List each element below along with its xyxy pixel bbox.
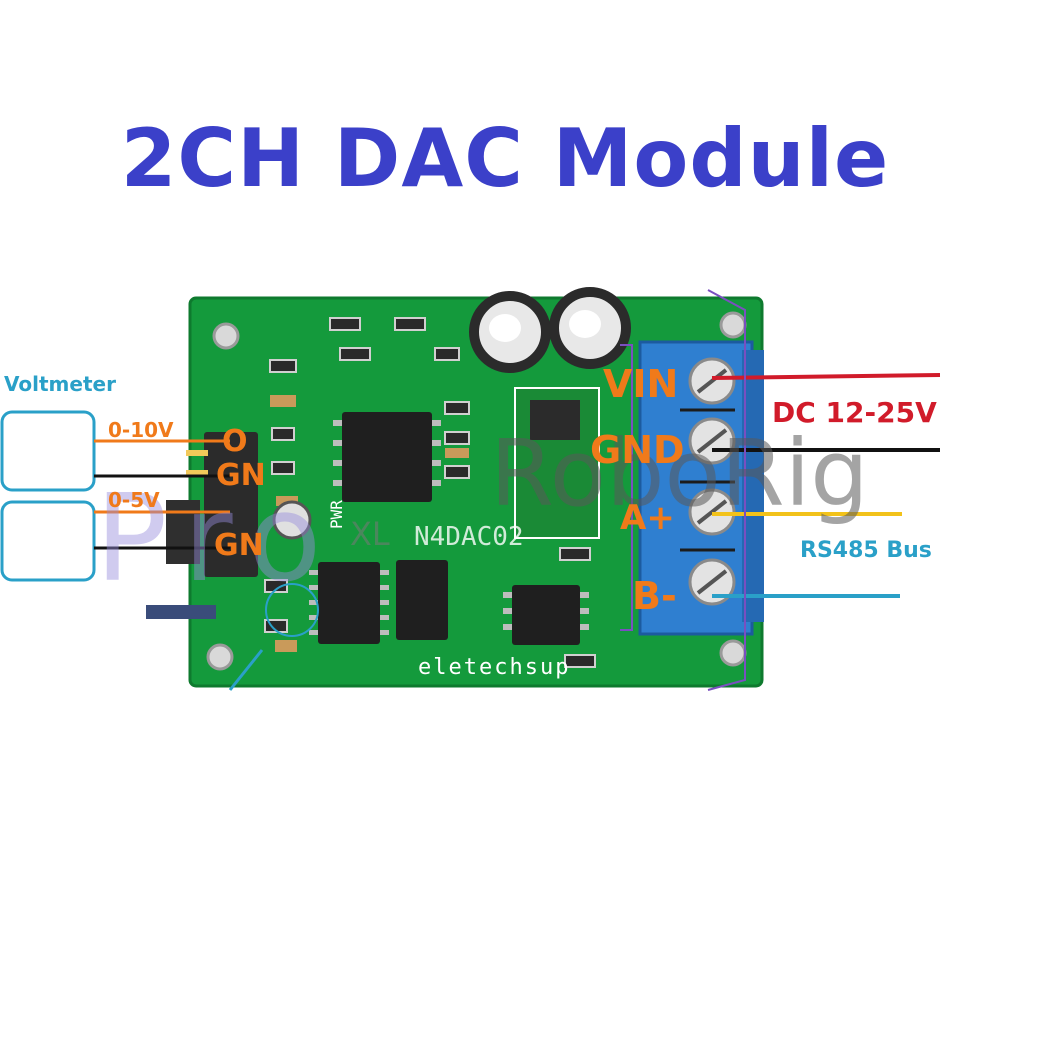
voltmeter-box-1 [0, 410, 96, 492]
ic-bottom [512, 585, 580, 645]
board-brand: eletechsup [418, 655, 571, 680]
dc-supply-label: DC 12-25V [772, 396, 937, 429]
voltmeter-label: Voltmeter [4, 372, 116, 396]
left-pin-gnd-label-2: GN [214, 528, 264, 563]
ic-top [342, 412, 432, 502]
left-pin-out-label: O [222, 424, 248, 459]
a-plus-label: A+ [620, 498, 675, 538]
mount-hole-br [719, 639, 747, 667]
mount-hole-bl [206, 643, 234, 671]
range-5v-label: 0-5V [108, 488, 160, 512]
mount-hole-tr [719, 311, 747, 339]
board-pwr-label: PWR [326, 500, 346, 529]
ic-middle [318, 562, 380, 644]
board-model: N4DAC02 [414, 522, 524, 552]
b-minus-label: B- [632, 574, 677, 618]
vin-label: VIN [603, 362, 679, 406]
voltmeter-box-2 [0, 500, 96, 582]
left-pin-gnd-label-1: GN [216, 458, 266, 493]
wire-vin [711, 373, 941, 380]
rs485-label: RS485 Bus [800, 538, 932, 563]
ic-middle-2 [396, 560, 448, 640]
gnd-label: GND [590, 428, 685, 472]
mount-hole-tl [212, 322, 240, 350]
left-header [204, 432, 258, 577]
page-title: 2CH DAC Module [120, 112, 890, 205]
range-10v-label: 0-10V [108, 418, 174, 442]
